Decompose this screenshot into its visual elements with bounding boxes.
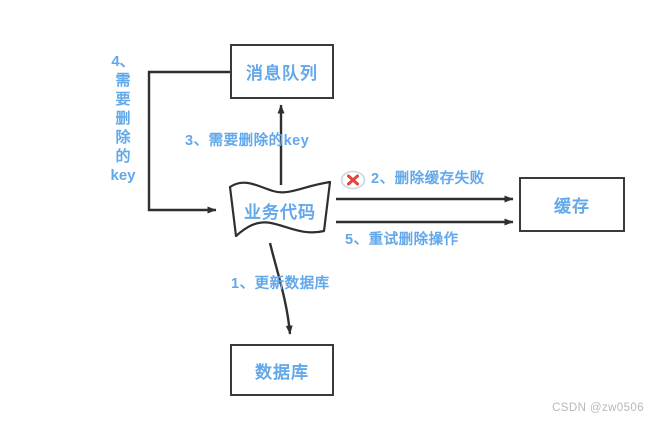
edge-label-step-1: 1、更新数据库 <box>231 276 330 292</box>
node-message-queue-label: 消息队列 <box>246 64 318 83</box>
edge-label-step-4-line: 删 <box>115 110 131 127</box>
edge-label-step-4-line: 的 <box>115 148 131 165</box>
edge-1-biz-to-db <box>268 242 293 335</box>
edge-4-mq-to-biz <box>147 70 230 214</box>
edge-label-step-4-line: 4、 <box>111 53 135 70</box>
wave-document-shape <box>228 180 332 238</box>
node-cache-label: 缓存 <box>554 197 590 216</box>
edge-label-step-4-line: 要 <box>115 91 131 108</box>
edge-label-step-4-line: 除 <box>115 129 131 146</box>
node-database[interactable]: 数据库 <box>230 344 334 396</box>
failure-x-icon <box>340 170 366 190</box>
node-business-code-label: 业务代码 <box>244 202 316 222</box>
edge-label-step-3: 3、需要删除的key <box>185 133 310 149</box>
node-business-code[interactable]: 业务代码 <box>223 178 337 242</box>
edge-label-step-5: 5、重试删除操作 <box>345 232 459 248</box>
edge-label-step-4-line: 需 <box>115 72 131 89</box>
node-message-queue[interactable]: 消息队列 <box>230 44 334 99</box>
edge-label-step-4-line: key <box>110 167 136 184</box>
watermark: CSDN @zw0506 <box>552 402 644 414</box>
node-database-label: 数据库 <box>255 362 309 382</box>
node-cache[interactable]: 缓存 <box>519 177 625 232</box>
edge-label-step-2: 2、删除缓存失败 <box>371 171 485 187</box>
edge-label-step-4: 4、 需 要 删 除 的 key <box>106 52 140 185</box>
